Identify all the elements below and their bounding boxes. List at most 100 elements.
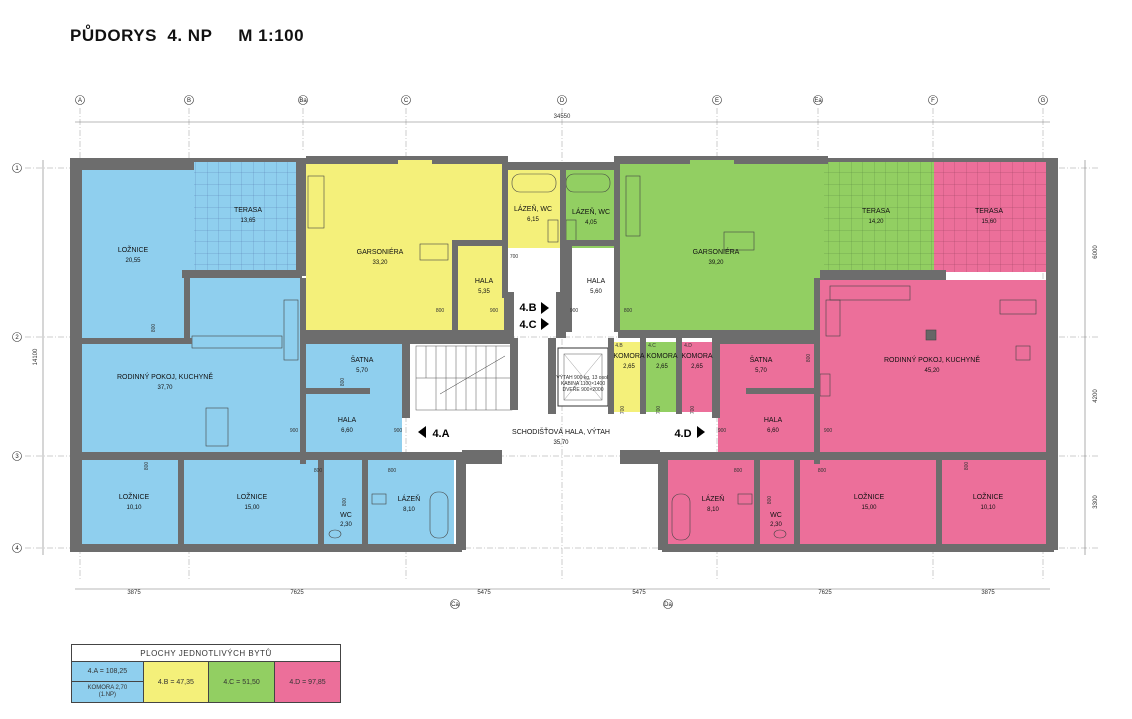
room-name: KOMORA — [646, 353, 677, 360]
axis-label-4: 4 — [15, 546, 19, 552]
lift-shaft: VÝTAH 900 kg, 13 osob KABINA 1100×1400 D… — [556, 347, 610, 407]
dim-right-3: 3300 — [1093, 495, 1099, 509]
room-name: LOŽNICE — [854, 492, 885, 501]
lift-spec-2: KABINA 1100×1400 — [561, 381, 605, 387]
room-name: HALA — [764, 417, 783, 424]
staircase — [415, 345, 513, 411]
floor-plan: A B Ba C D E Ea F G 1 2 3 4 Ca Da 34550 … — [12, 95, 1100, 609]
door-width-label: 700 — [620, 406, 626, 415]
arrow-left-icon — [418, 426, 426, 438]
room-name: GARSONIÉRA — [357, 247, 404, 256]
entrance-markers: 4.A 4.B 4.C 4.D — [418, 302, 705, 440]
door-width-label: 900 — [570, 308, 579, 314]
axis-label-ea: Ea — [814, 98, 822, 104]
axis-label-ca: Ca — [451, 602, 459, 608]
axis-label-da: Da — [664, 602, 672, 608]
room-name: HALA — [338, 417, 357, 424]
room-area: 5,35 — [478, 289, 490, 295]
axis-label-f: F — [931, 98, 935, 104]
room-area: 2,65 — [691, 364, 703, 370]
dim-left-total: 14100 — [33, 348, 39, 365]
top-axis-markers — [12, 95, 1048, 609]
area-legend-table: PLOCHY JEDNOTLIVÝCH BYTŮ 4.A = 108,25 4.… — [71, 644, 341, 703]
room-name: ŠATNA — [750, 355, 773, 364]
entrance-label-4c: 4.C — [519, 319, 536, 331]
room-area: 5,70 — [755, 368, 767, 374]
door-width-label: 700 — [656, 406, 662, 415]
room-area: 10,10 — [980, 505, 996, 511]
legend-note: KOMORA 2,70(1.NP) — [71, 681, 144, 703]
door-width-label: 800 — [734, 468, 743, 474]
door-width-label: 900 — [718, 428, 727, 434]
dim-right-1: 6000 — [1093, 245, 1099, 259]
room-name: RODINNÝ POKOJ, KUCHYNĚ — [117, 372, 213, 381]
apartment-4c — [562, 160, 934, 412]
room-area: 2,65 — [623, 364, 635, 370]
dim-bottom-5: 7625 — [818, 590, 832, 596]
walls — [70, 156, 1058, 552]
room-area: 39,20 — [708, 260, 724, 266]
axis-label-3: 3 — [15, 454, 19, 460]
legend-4b: 4.B = 47,35 — [142, 661, 210, 703]
drawing-title: PŮDORYS 4. NP M 1:100 — [70, 26, 305, 45]
entrance-label-4d: 4.D — [674, 428, 691, 440]
legend-header: PLOCHY JEDNOTLIVÝCH BYTŮ — [71, 644, 341, 662]
room-area: 5,70 — [356, 368, 368, 374]
door-width-label: 800 — [340, 378, 346, 387]
room-area: 15,00 — [244, 505, 260, 511]
axis-label-a: A — [78, 98, 82, 104]
room-area: 14,20 — [868, 219, 884, 225]
room-area: 20,55 — [125, 258, 141, 264]
entrance-label-4b: 4.B — [519, 302, 536, 314]
door-width-label: 800 — [624, 308, 633, 314]
door-width-label: 800 — [151, 324, 157, 333]
door-width-label: 700 — [690, 406, 696, 415]
room-name: LOŽNICE — [973, 492, 1004, 501]
room-area: 4,05 — [585, 220, 597, 226]
legend-note-line2: (1.NP) — [98, 692, 117, 698]
door-width-label: 900 — [824, 428, 833, 434]
room-area: 2,30 — [340, 522, 352, 528]
arrow-right-icon — [541, 318, 549, 330]
room-area: 6,60 — [341, 428, 353, 434]
room-name: LÁZEŇ — [702, 494, 725, 503]
door-width-label: 800 — [964, 462, 970, 471]
door-width-label: 800 — [144, 462, 150, 471]
axis-label-d: D — [560, 98, 565, 104]
room-name: TERASA — [975, 208, 1003, 215]
door-width-label: 900 — [394, 428, 403, 434]
room-name: RODINNÝ POKOJ, KUCHYNĚ — [884, 355, 980, 364]
apartment-4a — [82, 160, 454, 546]
axis-label-1: 1 — [15, 166, 19, 172]
door-width-labels: 800 900 700 900 800 800 900 800 800 800 … — [144, 254, 970, 506]
room-area: 13,65 — [240, 218, 256, 224]
lift-spec-1: VÝTAH 900 kg, 13 osob — [556, 374, 609, 381]
room-name: LÁZEŇ, WC — [514, 204, 552, 213]
room-area: 6,60 — [767, 428, 779, 434]
room-area: 5,60 — [590, 289, 602, 295]
room-name: HALA — [475, 278, 494, 285]
storage-tag: 4.D — [684, 343, 692, 349]
door-width-label: 800 — [314, 468, 323, 474]
axis-label-c: C — [404, 98, 409, 104]
room-name: LÁZEŇ, WC — [572, 207, 610, 216]
dim-bottom-4: 5475 — [632, 590, 646, 596]
room-name: TERASA — [234, 207, 262, 214]
door-width-label: 800 — [342, 498, 348, 507]
room-name: GARSONIÉRA — [693, 247, 740, 256]
room-name: WC — [770, 512, 782, 519]
room-area: 45,20 — [924, 368, 940, 374]
dim-bottom-2: 7625 — [290, 590, 304, 596]
legend-note-line1: KOMORA 2,70 — [87, 685, 128, 691]
dim-right-2: 4200 — [1093, 389, 1099, 403]
room-name: LOŽNICE — [237, 492, 268, 501]
room-name: LOŽNICE — [118, 245, 149, 254]
axis-label-2: 2 — [15, 335, 19, 341]
room-area: 8,10 — [403, 507, 415, 513]
room-name: ŠATNA — [351, 355, 374, 364]
room-area: 2,65 — [656, 364, 668, 370]
room-name: LOŽNICE — [119, 492, 150, 501]
legend-4d: 4.D = 97,85 — [274, 661, 341, 703]
door-width-label: 700 — [510, 254, 519, 260]
room-area: 15,60 — [981, 219, 997, 225]
